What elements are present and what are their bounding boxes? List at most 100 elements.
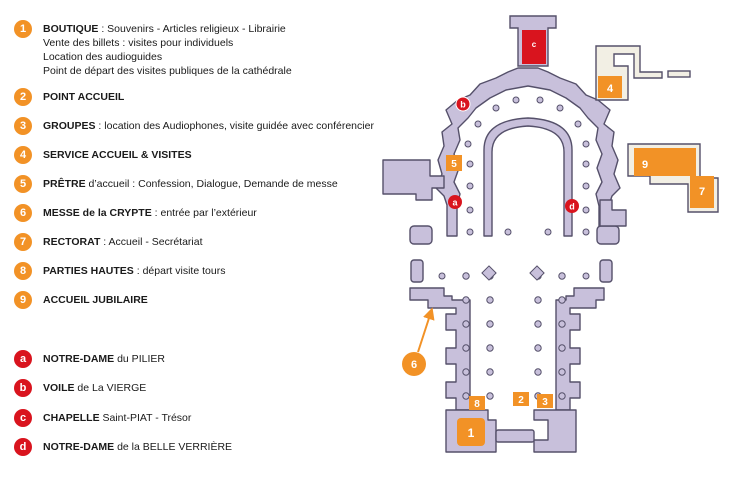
map-marker-1[interactable]: 1 [457,418,485,446]
legend-desc: : départ visite tours [133,265,226,277]
legend-marker-6: 6 [14,204,32,222]
legend-title: NOTRE-DAME [43,441,115,453]
svg-text:9: 9 [642,159,648,171]
svg-text:d: d [569,202,575,212]
legend-desc: Saint-PIAT - Trésor [99,412,192,424]
legend-title: POINT ACCUEIL [43,91,125,103]
legend-text-7: RECTORAT : Accueil - Secrétariat [43,235,203,249]
legend-text-2: POINT ACCUEIL [43,90,124,104]
north-annex [382,159,445,201]
legend-title: VOILE [43,382,75,394]
legend-text-d: NOTRE-DAME de la BELLE VERRIÈRE [43,440,232,454]
crossing-pier [529,265,545,281]
map-marker-a[interactable]: a [448,195,462,209]
svg-text:6: 6 [411,359,417,371]
legend-text-6: MESSE de la CRYPTE : entrée par l’extéri… [43,206,257,220]
orange-markers: 1 2 3 4 5 7 8 9 [402,76,714,446]
legend-marker-8: 8 [14,262,32,280]
map-marker-3[interactable]: 3 [537,394,553,408]
legend-text-b: VOILE de La VIERGE [43,381,146,395]
map-marker-7[interactable]: 7 [690,176,714,208]
south-transept-end [599,259,613,283]
legend-title: PRÊTRE [43,178,86,190]
map-marker-d[interactable]: d [565,199,579,213]
legend-marker-c: c [14,409,32,427]
legend-desc: de La VIERGE [74,382,147,394]
legend-title: SERVICE ACCUEIL & VISITES [43,149,192,161]
legend-title: BOUTIQUE [43,23,99,35]
legend-desc: : entrée par l’extérieur [151,207,257,219]
pillar-row [438,96,590,400]
svg-text:1: 1 [468,426,475,440]
legend-marker-3: 3 [14,117,32,135]
legend: 1 BOUTIQUE : Souvenirs - Articles religi… [14,20,374,456]
legend-marker-5: 5 [14,175,32,193]
north-transept-end [410,259,424,283]
nave-north-wall [409,287,471,411]
legend-desc: : Accueil - Secrétariat [100,236,203,248]
legend-extra-line: Location des audioguides [43,51,163,63]
map-marker-c[interactable]: c [532,40,537,49]
chapel-saint-piat [509,15,557,67]
legend-marker-9: 9 [14,291,32,309]
apse-wall [435,67,621,237]
map-marker-4[interactable]: 4 [598,76,622,98]
legend-title: PARTIES HAUTES [43,265,134,277]
legend-text-1: BOUTIQUE : Souvenirs - Articles religieu… [43,22,292,78]
legend-marker-2: 2 [14,88,32,106]
chapel-saint-piat-fill [522,30,546,64]
legend-marker-a: a [14,350,32,368]
legend-desc: du PILIER [114,353,165,365]
map-marker-b[interactable]: b [455,96,471,112]
legend-marker-d: d [14,438,32,456]
legend-title: GROUPES [43,120,96,132]
legend-title: NOTRE-DAME [43,353,115,365]
svg-text:4: 4 [607,83,614,95]
legend-marker-b: b [14,379,32,397]
map-marker-2[interactable]: 2 [513,392,529,406]
south-tower [533,409,577,453]
plan-body [382,67,627,453]
crypte-arrow [417,307,435,353]
legend-extra-line: Point de départ des visites publiques de… [43,65,292,77]
svg-text:7: 7 [699,186,705,198]
legend-text-4: SERVICE ACCUEIL & VISITES [43,148,192,162]
map-marker-8[interactable]: 8 [469,396,485,410]
legend-title: ACCUEIL JUBILAIRE [43,294,148,306]
legend-title: CHAPELLE [43,412,100,424]
map-marker-5[interactable]: 5 [446,155,462,171]
svg-text:5: 5 [451,159,457,170]
legend-text-c: CHAPELLE Saint-PIAT - Trésor [43,411,191,425]
south-transept-wall [596,225,620,245]
legend-title: RECTORAT [43,236,101,248]
svg-text:2: 2 [518,395,524,406]
svg-text:c: c [532,40,537,49]
west-portal [495,429,535,443]
legend-text-5: PRÊTRE d’accueil : Confession, Dialogue,… [43,177,338,191]
map-marker-9[interactable]: 9 [634,148,696,176]
legend-extra-line: Vente des billets : visites pour individ… [43,37,234,49]
legend-text-3: GROUPES : location des Audiophones, visi… [43,119,374,133]
svg-text:a: a [452,198,458,208]
legend-marker-1: 1 [14,20,32,38]
red-markers: a b c d [448,40,579,213]
legend-desc: : Souvenirs - Articles religieux - Libra… [98,23,286,35]
legend-desc: de la BELLE VERRIÈRE [114,441,233,453]
legend-marker-4: 4 [14,146,32,164]
south-porch [599,199,627,227]
legend-text-9: ACCUEIL JUBILAIRE [43,293,148,307]
annex-small-bar [667,70,691,78]
legend-marker-7: 7 [14,233,32,251]
svg-text:8: 8 [474,399,480,410]
choir-screen [483,117,573,237]
nave-south-wall [555,287,605,411]
legend-title: MESSE de la CRYPTE [43,207,152,219]
map-marker-6[interactable]: 6 [402,307,435,376]
svg-text:b: b [460,100,466,110]
legend-text-8: PARTIES HAUTES : départ visite tours [43,264,225,278]
nave-pillars [438,96,590,400]
svg-text:3: 3 [542,397,548,408]
crossing-pier [481,265,497,281]
legend-text-a: NOTRE-DAME du PILIER [43,352,165,366]
